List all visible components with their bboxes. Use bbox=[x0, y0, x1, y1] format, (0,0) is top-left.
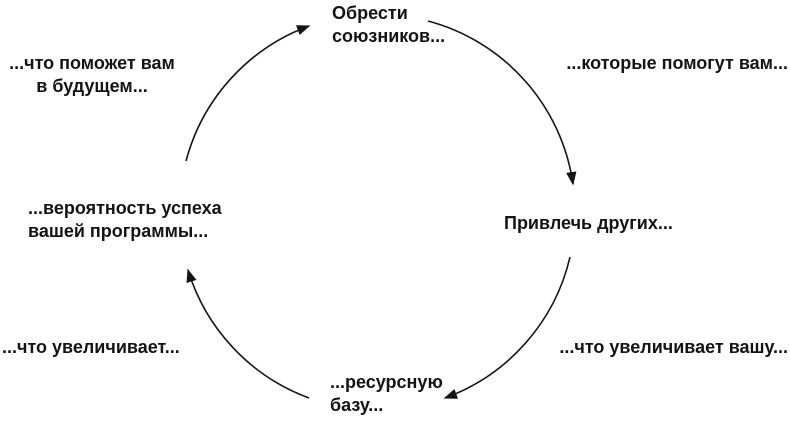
edge-label-helps-you-in-future: ...что поможет вам в будущем... bbox=[9, 53, 175, 96]
arc-bottom-to-left bbox=[186, 268, 310, 399]
arc-top-to-right bbox=[427, 20, 577, 186]
arc-left-to-top bbox=[185, 25, 311, 162]
arc-right-to-bottom bbox=[443, 256, 571, 399]
node-program-success-probability: ...вероятность успеха вашей программы... bbox=[28, 198, 222, 241]
edge-label-which-increases-your: ...что увеличивает вашу... bbox=[559, 337, 788, 357]
node-gain-allies: Обрести союзников... bbox=[332, 3, 446, 46]
edge-label-who-will-help-you: ...которые помогут вам... bbox=[566, 53, 788, 73]
node-resource-base: ...ресурсную базу... bbox=[330, 372, 443, 415]
edge-label-which-increases: ...что увеличивает... bbox=[2, 337, 180, 357]
node-attract-others: Привлечь других... bbox=[504, 213, 673, 233]
